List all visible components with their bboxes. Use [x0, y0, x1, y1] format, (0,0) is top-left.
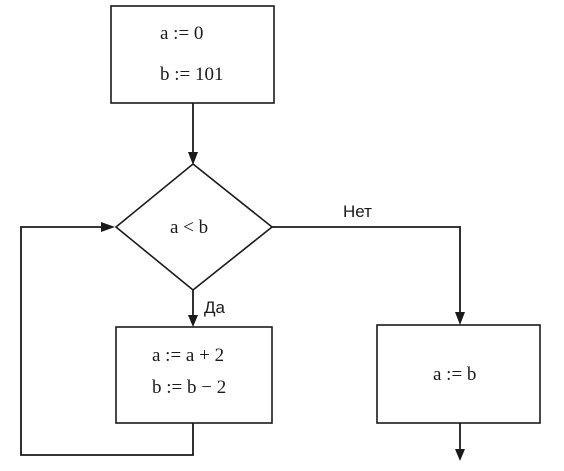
init-line-a: a := 0 [160, 23, 203, 44]
arrowhead-init-to-condition [188, 152, 198, 165]
arrowhead-exit [455, 449, 465, 461]
init-block [110, 5, 275, 104]
arrow-no-branch [272, 226, 461, 314]
no-label: Нет [343, 202, 372, 221]
exit-block [376, 324, 541, 424]
condition-text: a < b [170, 217, 208, 238]
loop-line-a: a := a + 2 [152, 345, 224, 366]
exit-line: a := b [433, 364, 476, 385]
init-line-b: b := 101 [160, 64, 224, 85]
loop-back-path [20, 226, 194, 456]
yes-label: Да [204, 298, 226, 317]
arrowhead-yes-branch [188, 315, 198, 327]
arrowhead-loop-back [101, 222, 115, 232]
arrowhead-no-branch [455, 312, 465, 325]
loop-line-b: b := b − 2 [152, 377, 226, 398]
loop-body-block [115, 326, 273, 424]
